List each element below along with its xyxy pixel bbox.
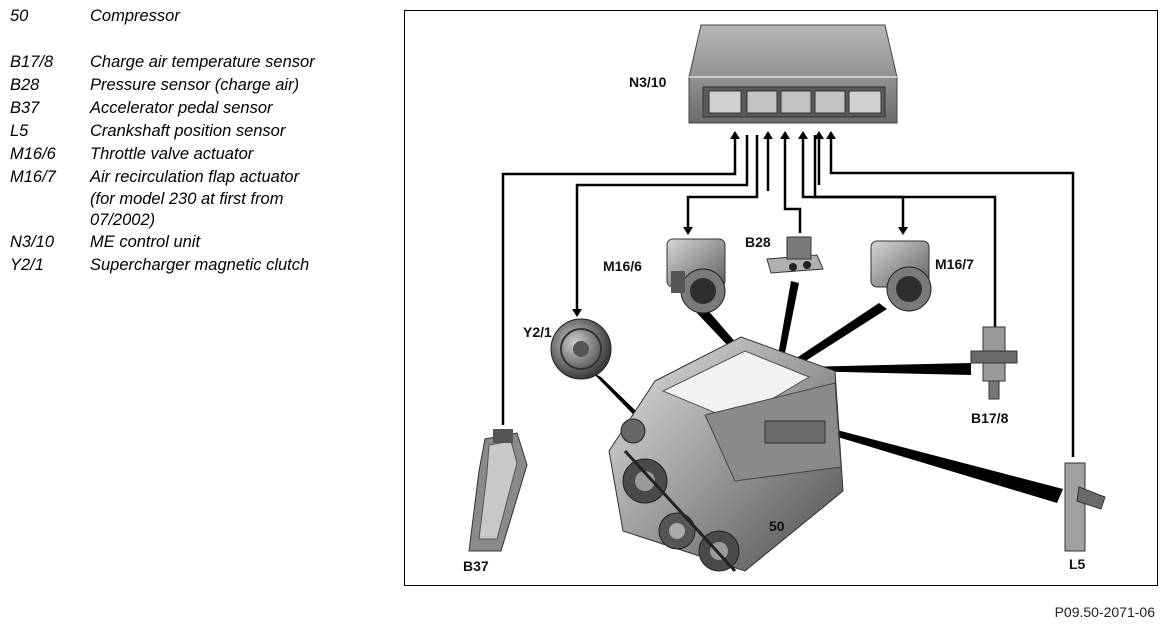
legend-code: N3/10 [10, 233, 55, 251]
legend-code: Y2/1 [10, 256, 44, 274]
legend-desc: Crankshaft position sensor [90, 122, 286, 140]
legend-code: B17/8 [10, 53, 54, 71]
label-m16-6: M16/6 [603, 258, 642, 274]
legend-code: B28 [10, 76, 40, 94]
label-b17-8: B17/8 [971, 410, 1009, 426]
legend-desc: Supercharger magnetic clutch [90, 256, 310, 274]
legend-desc: (for model 230 at first from [90, 190, 284, 208]
legend: 50 Compressor B17/8 Charge air temperatu… [0, 0, 395, 290]
label-m16-7: M16/7 [935, 256, 974, 272]
legend-desc: Compressor [90, 7, 180, 25]
legend-code: M16/6 [10, 145, 56, 163]
legend-code: L5 [10, 122, 29, 140]
legend-desc: Air recirculation flap actuator [90, 168, 300, 186]
diagram-figure: N3/10 B28 M16/6 M16/7 Y2/1 B17/8 B37 L5 … [404, 10, 1158, 586]
label-b28: B28 [745, 234, 771, 250]
label-n3-10: N3/10 [629, 74, 667, 90]
crankshaft-sensor-l5 [1064, 462, 1106, 552]
label-compressor-50: 50 [769, 518, 785, 534]
magnetic-clutch-y2-1 [550, 318, 612, 380]
flap-actuator-m16-7 [870, 240, 932, 312]
label-b37: B37 [463, 558, 489, 574]
legend-desc: Accelerator pedal sensor [90, 99, 273, 117]
wiring-diagram: N3/10 B28 M16/6 M16/7 Y2/1 B17/8 B37 L5 … [463, 24, 1106, 574]
engine-compressor-50 [608, 336, 844, 573]
legend-desc: ME control unit [90, 233, 201, 251]
legend-code: 50 [10, 7, 29, 25]
throttle-valve-m16-6 [666, 238, 726, 314]
pedal-sensor-b37 [468, 429, 528, 552]
pressure-sensor-b28 [766, 236, 824, 274]
legend-desc: Throttle valve actuator [90, 145, 254, 163]
temperature-sensor-b17-8 [970, 326, 1018, 400]
legend-code: M16/7 [10, 168, 56, 186]
wiring-lines [501, 131, 1075, 457]
legend-desc: Charge air temperature sensor [90, 53, 315, 71]
ecu-n3-10 [688, 24, 898, 124]
legend-code: B37 [10, 99, 40, 117]
figure-reference: P09.50-2071-06 [1054, 604, 1155, 620]
legend-desc: Pressure sensor (charge air) [90, 76, 300, 94]
legend-desc: 07/2002) [90, 211, 156, 229]
label-l5: L5 [1069, 556, 1086, 572]
label-y2-1: Y2/1 [523, 324, 552, 340]
